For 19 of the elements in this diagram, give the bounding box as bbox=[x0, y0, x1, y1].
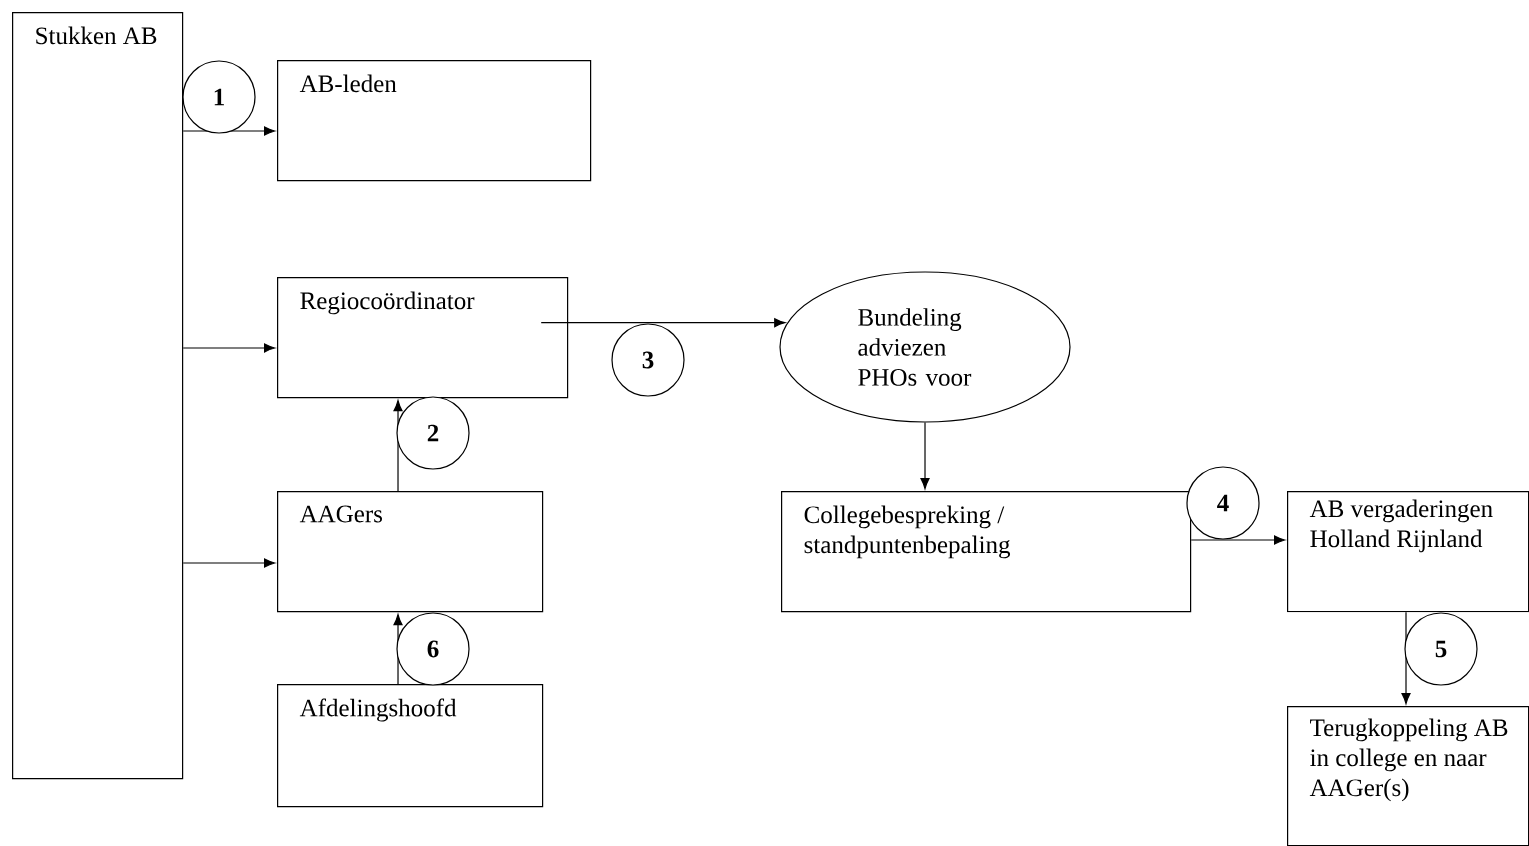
arrow bbox=[182, 343, 276, 353]
process-box: AB vergaderingen Holland Rijnland bbox=[1287, 491, 1529, 613]
arrow bbox=[540, 318, 786, 328]
step-number: 3 bbox=[611, 323, 685, 397]
step-number: 6 bbox=[396, 612, 470, 686]
arrow bbox=[1190, 535, 1286, 545]
process-box: AAGers bbox=[277, 491, 544, 613]
arrow bbox=[920, 422, 930, 490]
process-box: Collegebespreking / standpuntenbepaling bbox=[781, 491, 1192, 613]
process-box: Terugkoppeling AB in college en naar AAGer(s) bbox=[1287, 706, 1529, 846]
step-number: 5 bbox=[1404, 612, 1478, 686]
process-box: Stukken AB bbox=[12, 12, 184, 780]
step-number: 1 bbox=[182, 60, 256, 134]
arrow bbox=[182, 558, 276, 568]
process-box: Regiocoördinator bbox=[277, 277, 569, 399]
step-number: 2 bbox=[396, 396, 470, 470]
process-box: Afdelingshoofd bbox=[277, 684, 544, 808]
process-box: AB-leden bbox=[277, 60, 592, 182]
step-number: 4 bbox=[1186, 466, 1260, 540]
